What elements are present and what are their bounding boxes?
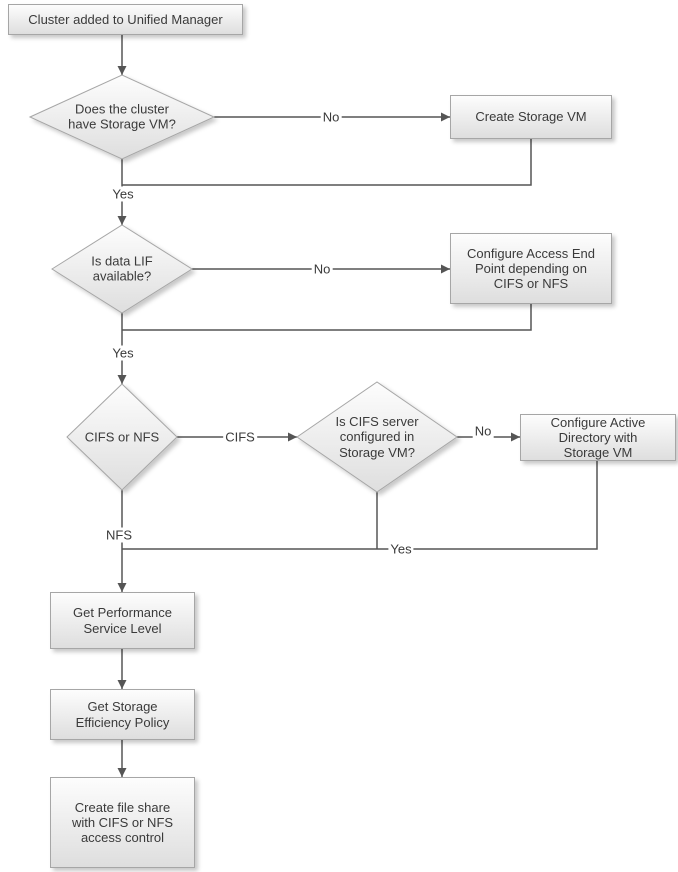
edge-create-svm-return [122,139,532,186]
node-create-storage-vm: Create Storage VM [450,95,612,139]
edge-label-has-svm-yes: Yes [110,186,136,202]
node-cifs-or-nfs [66,383,178,491]
node-get-storage-efficiency-policy-label: Get Storage Efficiency Policy [75,699,170,730]
node-configure-active-directory-label: Configure Active Directory with Storage … [550,414,646,461]
node-lif-available [51,224,193,314]
node-get-storage-efficiency-policy: Get Storage Efficiency Policy [50,689,195,740]
node-configure-active-directory: Configure Active Directory with Storage … [520,414,676,461]
node-create-file-share: Create file share with CIFS or NFS acces… [50,777,195,868]
edge-label-lif-no: No [311,261,333,277]
node-create-storage-vm-label: Create Storage VM [475,109,587,125]
node-get-performance-service-level: Get Performance Service Level [50,592,195,649]
node-has-storage-vm-label: Does the cluster have Storage VM? [68,101,176,132]
node-lif-available-label: Is data LIF available? [91,253,153,284]
node-start-label: Cluster added to Unified Manager [28,11,223,27]
node-cifs-configured [296,381,458,493]
edge-label-route-nfs: NFS [104,527,134,543]
node-cifs-or-nfs-label: CIFS or NFS [84,429,160,445]
node-configure-access-endpoint-label: Configure Access End Point depending on … [467,245,595,292]
node-configure-access-endpoint: Configure Access End Point depending on … [450,233,612,304]
node-cifs-configured-label: Is CIFS server configured in Storage VM? [335,414,419,460]
edge-label-cifs-cfg-no: No [472,423,494,439]
node-create-file-share-label: Create file share with CIFS or NFS acces… [71,799,174,846]
node-has-storage-vm [28,74,216,160]
edge-endpoint-return [122,304,532,331]
edge-label-cifs-cfg-yes: Yes [388,541,414,557]
edge-label-route-cifs: CIFS [223,429,257,445]
edge-label-lif-yes: Yes [110,345,136,361]
edge-configure-ad-return [122,461,598,550]
edge-label-has-svm-no: No [320,109,342,125]
node-get-performance-service-level-label: Get Performance Service Level [73,605,172,636]
node-start: Cluster added to Unified Manager [8,4,243,35]
